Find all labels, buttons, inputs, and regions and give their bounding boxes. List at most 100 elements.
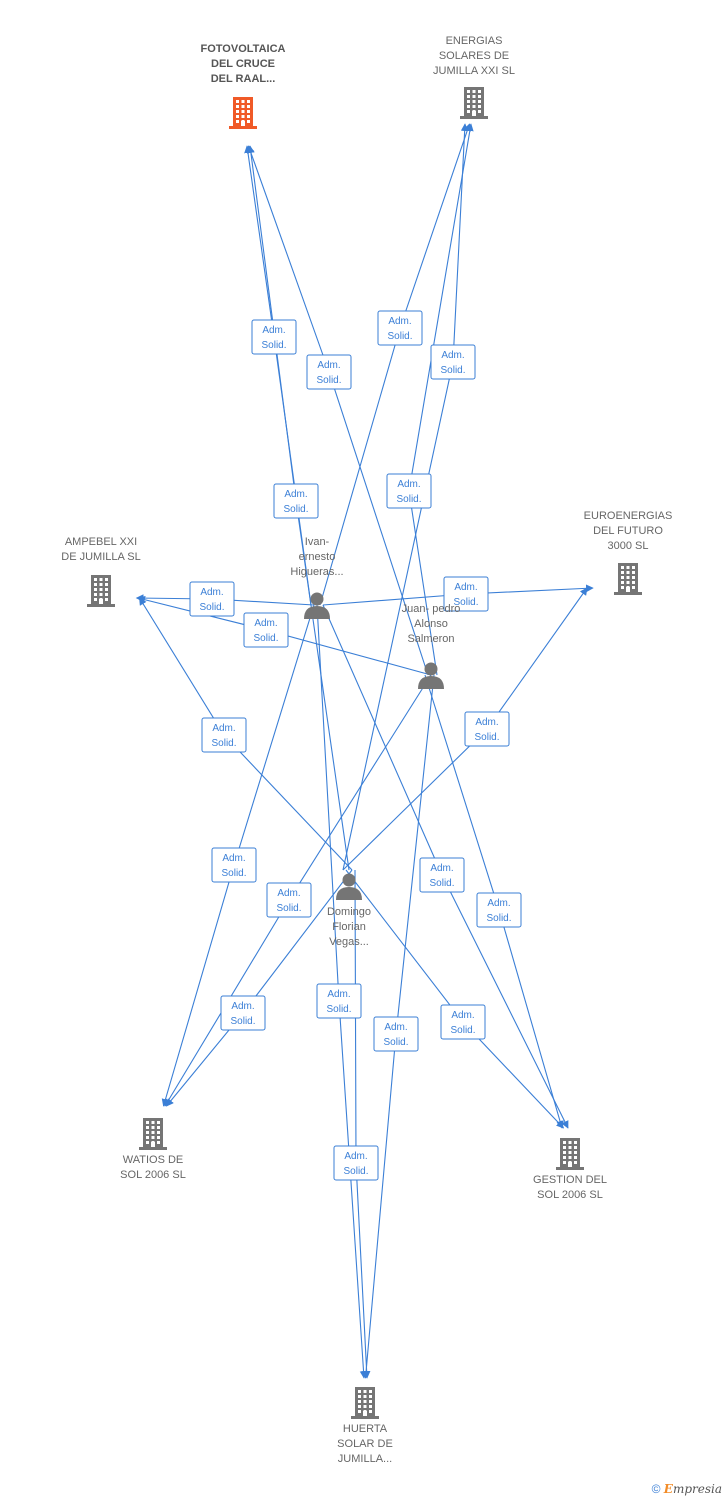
node-label-line: 3000 SL bbox=[608, 540, 649, 552]
edge-labels-layer: Adm. Solid. Adm. Solid. Adm. Solid. Adm. Solid.… bbox=[189, 310, 522, 1181]
edge-label-line: Solid. bbox=[383, 1037, 408, 1048]
edge-p-juan-to-c-fotovoltaica bbox=[247, 145, 429, 676]
edge-label[interactable]: Adm. Solid. bbox=[243, 612, 289, 648]
node-label-line: Alonso bbox=[414, 618, 448, 630]
node-label-line: Domingo bbox=[327, 906, 371, 918]
edge-label[interactable]: Adm. Solid. bbox=[476, 892, 522, 928]
edge-label-line: Solid. bbox=[440, 365, 465, 376]
footer-credit: © Empresia bbox=[652, 1482, 722, 1496]
node-label-line: DEL FUTURO bbox=[593, 525, 663, 537]
edge-label[interactable]: Adm. Solid. bbox=[189, 581, 235, 617]
node-label-line: SOL 2006 SL bbox=[120, 1169, 186, 1181]
node-label-line: EUROENERGIAS bbox=[584, 510, 673, 522]
edge-label-line: Adm. bbox=[277, 888, 300, 899]
edge-label[interactable]: Adm. Solid. bbox=[306, 354, 352, 390]
node-label-line: Salmeron bbox=[407, 633, 454, 645]
edge-label-line: Solid. bbox=[253, 633, 278, 644]
edge-label-line: Adm. bbox=[262, 325, 285, 336]
person-node-ivan[interactable]: Ivan-ernestoHigueras... bbox=[290, 536, 344, 619]
node-label-line: SOLAR DE bbox=[337, 1438, 393, 1450]
building-icon bbox=[87, 575, 115, 607]
person-icon bbox=[418, 662, 444, 689]
edge-label[interactable]: Adm. Solid. bbox=[201, 717, 247, 753]
edge-label-line: Solid. bbox=[221, 868, 246, 879]
edge-label-line: Adm. bbox=[254, 618, 277, 629]
company-node-watios[interactable]: WATIOS DE SOL 2006 SL bbox=[120, 1118, 186, 1181]
edge-label-line: Solid. bbox=[283, 504, 308, 515]
edge-label-line: Adm. bbox=[327, 989, 350, 1000]
node-label-line: Higueras... bbox=[290, 566, 343, 578]
building-icon bbox=[351, 1387, 379, 1419]
company-node-euroenergias[interactable]: EUROENERGIAS DEL FUTURO 3000 SL bbox=[584, 510, 673, 595]
company-node-huerta[interactable]: HUERTA SOLAR DE JUMILLA... bbox=[337, 1387, 393, 1465]
edge-label[interactable]: Adm.Solid. bbox=[220, 995, 266, 1031]
edge-label[interactable]: Adm.Solid. bbox=[333, 1145, 379, 1181]
edge-label[interactable]: Adm. Solid. bbox=[316, 983, 362, 1019]
edge-label-line: Adm. bbox=[317, 360, 340, 371]
node-label-line: ernesto bbox=[299, 551, 336, 563]
edge-label-line: Solid. bbox=[450, 1025, 475, 1036]
building-icon bbox=[460, 87, 488, 119]
edge-label-line: Adm. bbox=[397, 479, 420, 490]
edge-label-line: Adm. bbox=[200, 587, 223, 598]
node-label-line: SOL 2006 SL bbox=[537, 1189, 603, 1201]
node-label-line: JUMILLA XXI SL bbox=[433, 65, 515, 77]
node-label-line: JUMILLA... bbox=[338, 1453, 392, 1465]
edge-label[interactable]: Adm. Solid. bbox=[440, 1004, 486, 1040]
edge-label-line: Adm. bbox=[451, 1010, 474, 1021]
edge-label[interactable]: Adm. Solid. bbox=[273, 483, 319, 519]
edge-label[interactable]: Adm.Solid. bbox=[464, 711, 510, 747]
node-label-line: HUERTA bbox=[343, 1423, 388, 1435]
edge-label-line: Solid. bbox=[316, 375, 341, 386]
edge-label-line: Adm. bbox=[384, 1022, 407, 1033]
edge-label-line: Adm. bbox=[487, 898, 510, 909]
edge-label-line: Adm. bbox=[475, 717, 498, 728]
edge-label-line: Solid. bbox=[343, 1166, 368, 1177]
edge-label-line: Solid. bbox=[453, 597, 478, 608]
edge-label-line: Adm. bbox=[212, 723, 235, 734]
edge-label-line: Solid. bbox=[276, 903, 301, 914]
edge-label-line: Adm. bbox=[441, 350, 464, 361]
edge-label-line: Adm. bbox=[284, 489, 307, 500]
edge-label-line: Solid. bbox=[486, 913, 511, 924]
edge-label[interactable]: Adm. Solid. bbox=[377, 310, 423, 346]
edge-label-line: Adm. bbox=[388, 316, 411, 327]
edge-label-line: Solid. bbox=[326, 1004, 351, 1015]
node-label-line: FOTOVOLTAICA bbox=[201, 43, 286, 55]
node-label-line: Ivan- bbox=[305, 536, 330, 548]
edge-label[interactable]: Adm. Solid. bbox=[419, 857, 465, 893]
node-label-line: Vegas... bbox=[329, 936, 369, 948]
edge-label-line: Solid. bbox=[211, 738, 236, 749]
building-icon bbox=[556, 1138, 584, 1170]
edge-label-line: Adm. bbox=[430, 863, 453, 874]
node-label-line: Florian bbox=[332, 921, 366, 933]
edge-label-line: Solid. bbox=[387, 331, 412, 342]
edge-label-line: Solid. bbox=[199, 602, 224, 613]
edge-label[interactable]: Adm. Solid. bbox=[266, 882, 312, 918]
edge-label[interactable]: Adm.Solid. bbox=[386, 473, 432, 509]
node-label-line: SOLARES DE bbox=[439, 50, 509, 62]
edge-label[interactable]: Adm. Solid. bbox=[430, 344, 476, 380]
edge-label-line: Adm. bbox=[222, 853, 245, 864]
edge-label[interactable]: Adm. Solid. bbox=[373, 1016, 419, 1052]
building-icon bbox=[229, 97, 257, 129]
building-icon bbox=[614, 563, 642, 595]
copyright-symbol: © bbox=[651, 1482, 661, 1496]
edge-label[interactable]: Adm.Solid. bbox=[443, 576, 489, 612]
person-icon bbox=[304, 592, 330, 619]
edge-label[interactable]: Adm. Solid. bbox=[251, 319, 297, 355]
brand-logo[interactable]: Empresia bbox=[663, 1482, 722, 1496]
edge-p-domingo-to-c-gestion bbox=[345, 869, 565, 1129]
edge-label[interactable]: Adm. Solid. bbox=[211, 847, 257, 883]
node-label-line: AMPEBEL XXI bbox=[65, 536, 137, 548]
edge-label-line: Solid. bbox=[429, 878, 454, 889]
node-label-line: WATIOS DE bbox=[123, 1154, 184, 1166]
person-node-domingo[interactable]: DomingoFlorianVegas... bbox=[327, 873, 371, 949]
edge-label-line: Solid. bbox=[261, 340, 286, 351]
